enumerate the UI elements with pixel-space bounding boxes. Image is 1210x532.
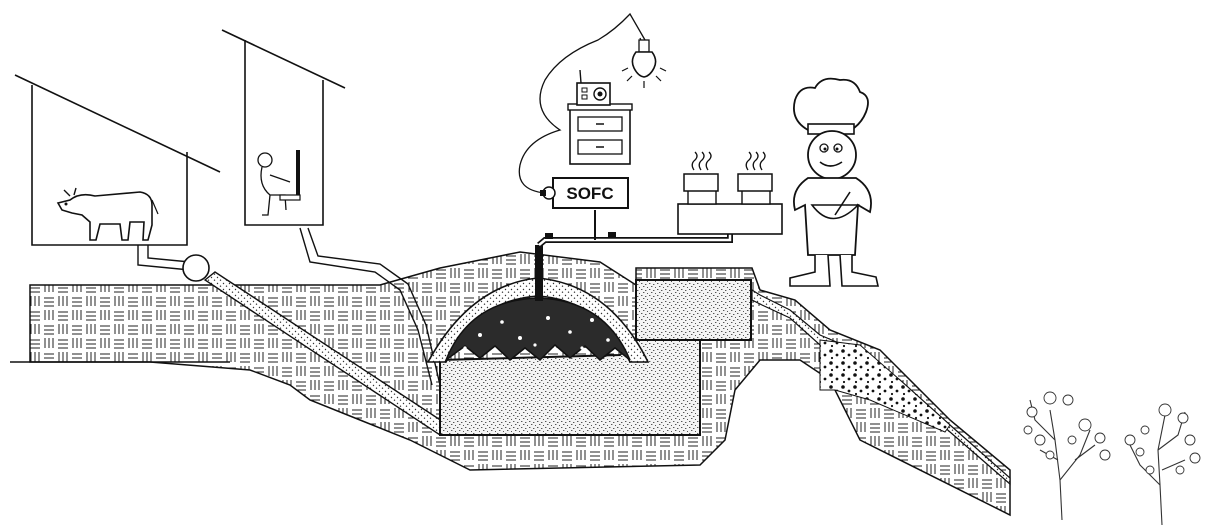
toilet-pipe — [299, 227, 441, 386]
cooking-pot-icon — [683, 151, 773, 192]
sofc-unit: SOFC — [540, 177, 629, 209]
toilet-person-icon — [257, 150, 301, 216]
cow-icon — [56, 187, 159, 241]
digester-chamber — [426, 277, 752, 436]
plant-icon — [1023, 391, 1111, 521]
cow-shed — [14, 74, 221, 282]
latrine-house — [221, 29, 346, 226]
biogas-dome — [444, 297, 631, 363]
chef-icon — [789, 77, 879, 287]
outlet-channel — [751, 288, 1011, 486]
gas-bubbles — [463, 316, 610, 350]
light-bulb-icon — [621, 39, 667, 88]
stove — [677, 189, 783, 235]
plant-icon — [1124, 403, 1201, 526]
radio-icon — [576, 69, 611, 106]
cabinet — [567, 103, 633, 165]
sofc-label: SOFC — [566, 184, 613, 203]
gas-pipe — [535, 210, 733, 301]
